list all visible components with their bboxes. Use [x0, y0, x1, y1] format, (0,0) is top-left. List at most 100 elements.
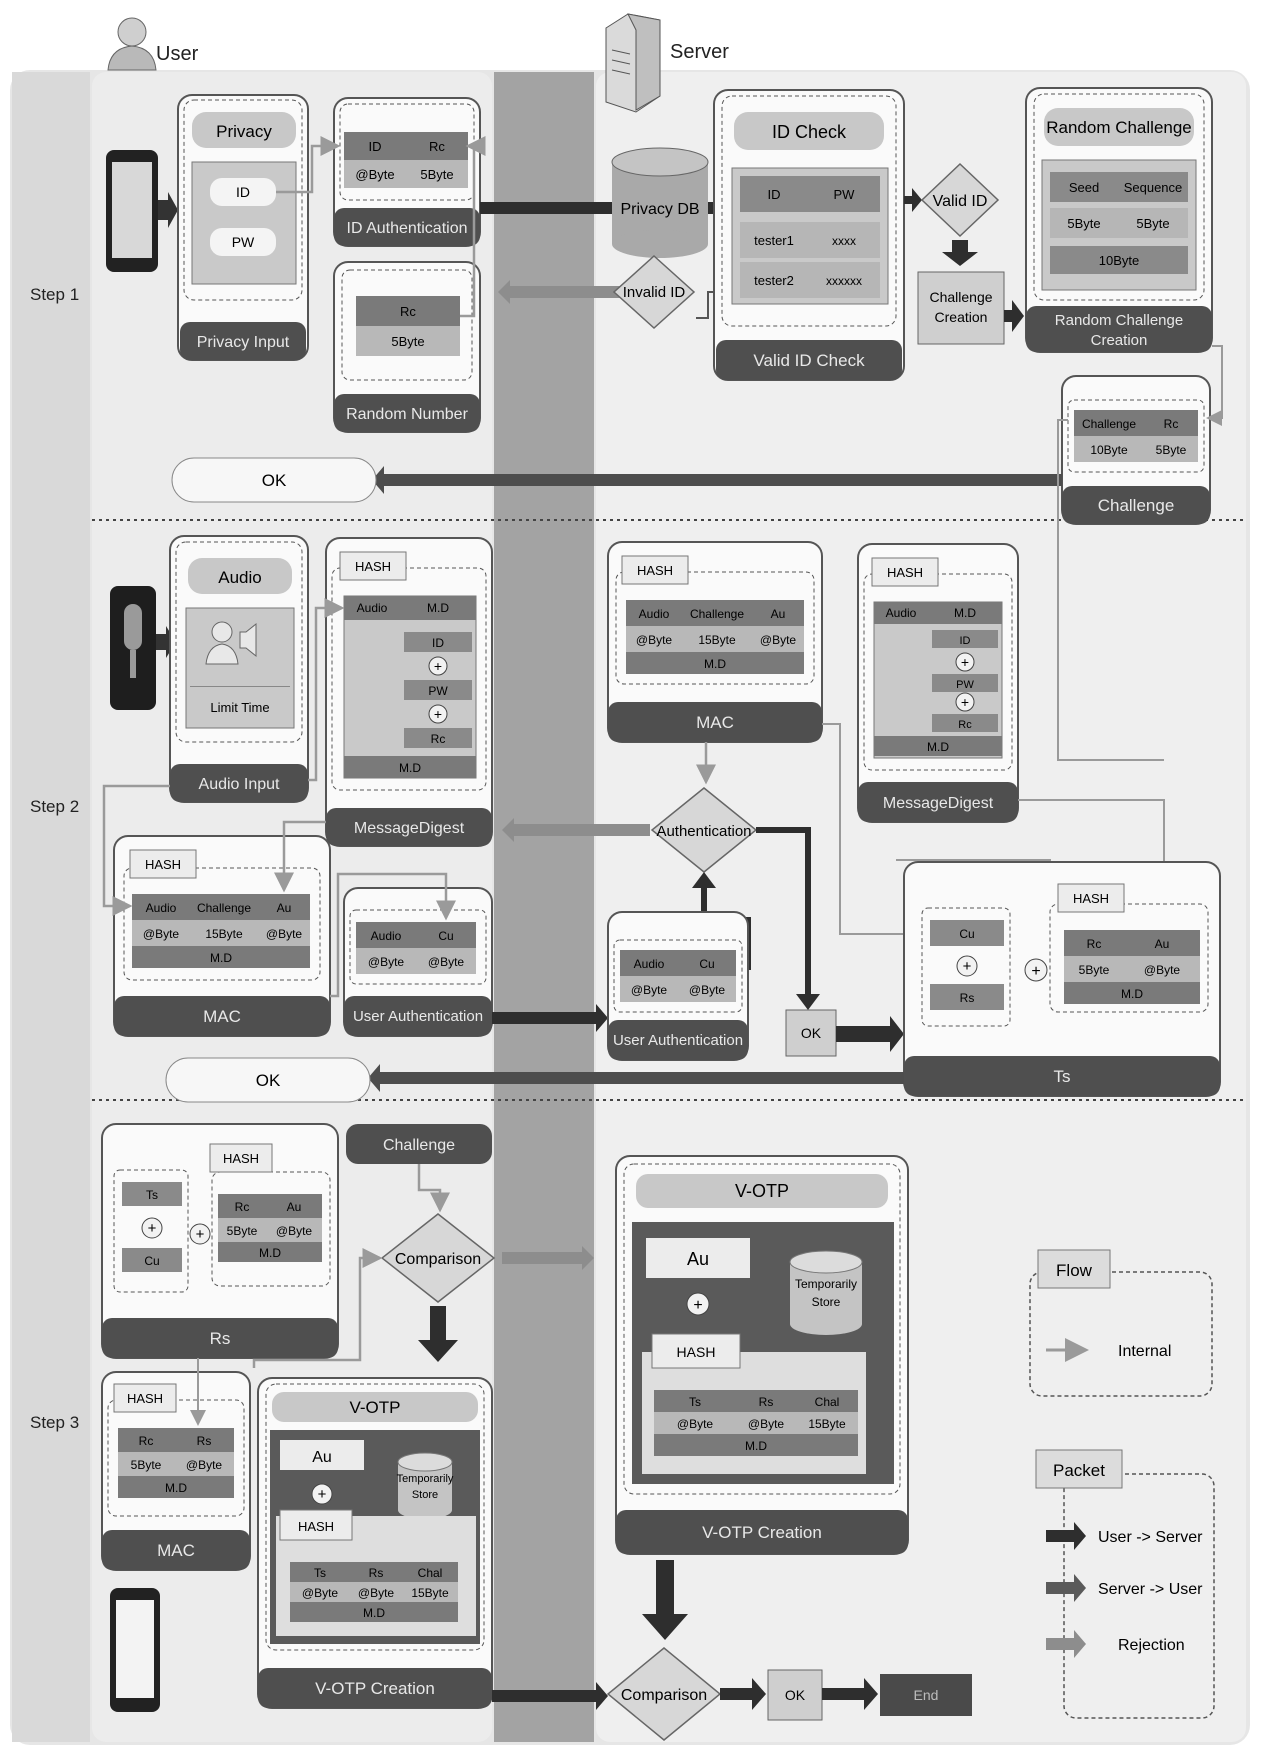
- user-votp-creation-label: V-OTP Creation: [315, 1679, 435, 1698]
- arrow-validid-to-creation: [942, 240, 978, 266]
- sua-cu: Cu: [699, 957, 714, 971]
- server-ok-box: OK: [785, 1009, 837, 1057]
- rs-cu: Cu: [144, 1254, 159, 1268]
- svg-text:+: +: [961, 694, 969, 710]
- user-mac-md: M.D: [210, 951, 232, 965]
- otp-phone-icon: [110, 1588, 160, 1712]
- step-2-label: Step 2: [30, 797, 79, 816]
- challenge-creation-line1: Challenge: [929, 289, 992, 305]
- challenge-label: Challenge: [1098, 496, 1175, 515]
- svg-text:+: +: [318, 1486, 327, 1503]
- svg-text:+: +: [434, 658, 442, 674]
- server-votp-creation-label: V-OTP Creation: [702, 1523, 822, 1542]
- privacy-db: Privacy DB: [611, 147, 709, 258]
- user-mac-byte-2: 15Byte: [205, 927, 243, 941]
- server-header: Server: [670, 41, 729, 63]
- server-messagedigest-box: HASH Audio M.D ID + PW + Rc M.D MessageD…: [857, 543, 1019, 823]
- user-mac-challenge: Challenge: [197, 901, 251, 915]
- server-store-line1: Temporarily: [795, 1277, 857, 1291]
- step-1-label: Step 1: [30, 285, 79, 304]
- idcheck-header-pw: PW: [834, 187, 856, 202]
- packet-server-votp-down: [642, 1560, 688, 1640]
- flow-mac-to-ua: [330, 872, 456, 998]
- final-ok-box: OK: [767, 1669, 823, 1721]
- idauth-rc: Rc: [429, 139, 445, 154]
- user-header: User: [156, 43, 199, 65]
- user-store-line1: Temporarily: [397, 1473, 454, 1485]
- user-md-id: ID: [432, 636, 444, 650]
- ts-au: Au: [1155, 937, 1170, 951]
- rc-creation-line2: Creation: [1091, 332, 1148, 349]
- ts-rc: Rc: [1087, 937, 1102, 951]
- valid-id-diamond: Valid ID: [920, 162, 1000, 238]
- rc-sequence: Sequence: [1124, 180, 1183, 195]
- legend-flow-title: Flow: [1056, 1261, 1093, 1280]
- idauth-id: ID: [369, 139, 382, 154]
- end-label: End: [914, 1687, 939, 1703]
- user-votp-ts: Ts: [314, 1566, 326, 1580]
- flow-challenge-to-comparison: [417, 1164, 450, 1213]
- user-votp-md: M.D: [363, 1606, 385, 1620]
- ts-byte-2: @Byte: [1144, 963, 1181, 977]
- server-icon: [605, 13, 661, 113]
- packet-ok-to-ts: [836, 1016, 904, 1052]
- server-votp-chal: Chal: [815, 1395, 840, 1409]
- rs-label: Rs: [210, 1329, 231, 1348]
- rs-byte-1: 5Byte: [227, 1224, 258, 1238]
- step3-mac-byte-1: 5Byte: [131, 1458, 162, 1472]
- legend-server-user: Server -> User: [1098, 1581, 1203, 1598]
- step3-mac-hash: HASH: [127, 1391, 163, 1406]
- idcheck-pw2: xxxxxx: [826, 274, 862, 288]
- step3-challenge-label: Challenge: [383, 1137, 455, 1154]
- user-mac-au: Au: [277, 901, 292, 915]
- rc-byte-2: 5Byte: [1136, 216, 1169, 231]
- valid-id-label: Valid ID: [933, 193, 988, 210]
- rs-rc: Rc: [235, 1200, 250, 1214]
- user-mac-audio: Audio: [146, 901, 177, 915]
- svg-text:+: +: [196, 1226, 205, 1243]
- user-md-md: M.D: [427, 601, 449, 615]
- step3-mac-rc: Rc: [139, 1434, 154, 1448]
- flow-id-to-idauth: [276, 136, 341, 194]
- step-3-label: Step 3: [30, 1413, 79, 1432]
- challenge-pill: Challenge: [346, 1124, 492, 1164]
- user-md-bottom: M.D: [399, 761, 421, 775]
- rs-hash: HASH: [223, 1151, 259, 1166]
- comparison-user-label: Comparison: [395, 1251, 481, 1268]
- authentication-diamond: Authentication: [650, 787, 758, 873]
- step3-mac-box: HASH Rc Rs 5Byte @Byte M.D MAC: [101, 1371, 251, 1571]
- user-md-audio: Audio: [357, 601, 388, 615]
- packet-comparison-down: [418, 1306, 458, 1362]
- user-authentication-label: User Authentication: [353, 1008, 483, 1025]
- id-check-title: ID Check: [772, 122, 847, 142]
- packet-idcheck-to-validid: [904, 188, 922, 212]
- legend-rejection: Rejection: [1118, 1637, 1185, 1654]
- svg-text:+: +: [963, 958, 972, 975]
- step3-mac-rs: Rs: [197, 1434, 212, 1448]
- final-ok-label: OK: [785, 1687, 806, 1703]
- flow-rc-to-challenge: [1206, 345, 1223, 426]
- comparison-diamond-user: Comparison: [380, 1213, 496, 1303]
- comparison-diamond-server: Comparison: [606, 1647, 722, 1741]
- server-votp-hash: HASH: [677, 1344, 716, 1360]
- invalid-id-diamond: Invalid ID: [612, 254, 696, 330]
- rs-ts: Ts: [146, 1188, 158, 1202]
- valid-id-check-label: Valid ID Check: [753, 351, 865, 370]
- sua-byte-2: @Byte: [689, 983, 726, 997]
- server-store-line2: Store: [812, 1295, 841, 1309]
- idcheck-pw1: xxxx: [832, 234, 856, 248]
- step3-mac-label: MAC: [157, 1541, 195, 1560]
- server-mac-hash: HASH: [637, 563, 673, 578]
- server-md-md: M.D: [954, 606, 976, 620]
- audio-title: Audio: [218, 568, 261, 587]
- flow-audio-to-mac: [102, 784, 170, 916]
- svg-text:+: +: [434, 706, 442, 722]
- step3-mac-byte-2: @Byte: [186, 1458, 223, 1472]
- ua-byte-1: @Byte: [368, 955, 405, 969]
- flow-mac-to-ts: [822, 723, 930, 942]
- privacy-id: ID: [236, 184, 250, 200]
- rs-md: M.D: [259, 1246, 281, 1260]
- rc-total: 10Byte: [1099, 253, 1139, 268]
- user-votp-byte-2: @Byte: [358, 1586, 395, 1600]
